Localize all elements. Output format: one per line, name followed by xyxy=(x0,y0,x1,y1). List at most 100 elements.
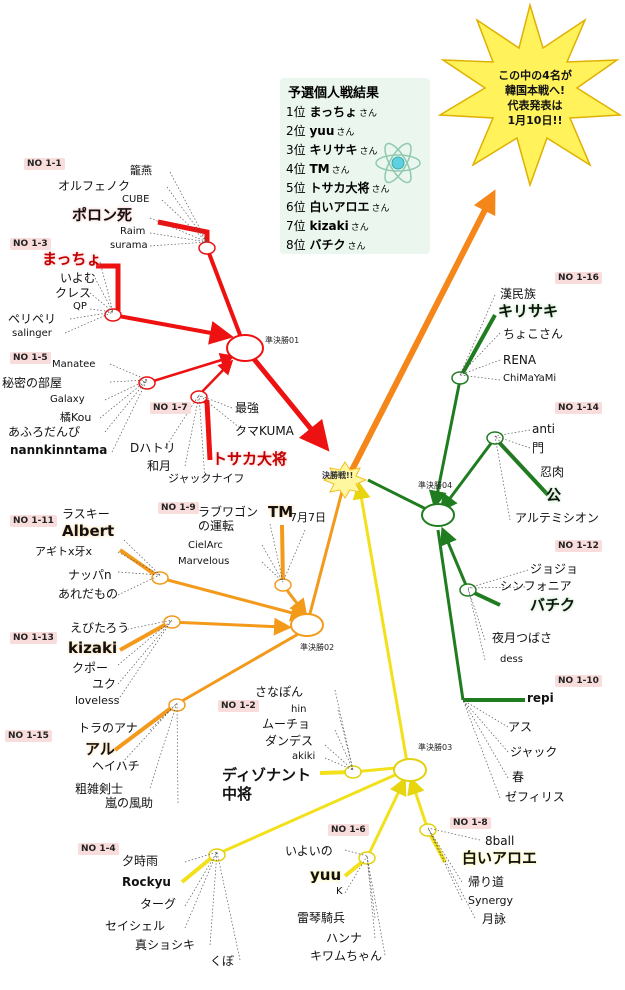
player-name: 橘Kou xyxy=(60,411,92,424)
player-name: 漢民族 xyxy=(500,287,537,301)
player-name: ジョジョ xyxy=(530,562,579,576)
player-name: 和月 xyxy=(147,459,172,473)
player-name: 7月7日 xyxy=(290,511,326,524)
player-name: クマKUMA xyxy=(235,424,294,438)
group-label-1-10: NO 1-10 xyxy=(555,675,602,687)
group-label-1-12: NO 1-12 xyxy=(555,540,602,552)
player-name: Dハトリ xyxy=(130,441,176,455)
group-label-1-15: NO 1-15 xyxy=(5,730,52,742)
player-name: 春 xyxy=(512,770,525,784)
player-name: dess xyxy=(500,654,523,665)
player-name: QP xyxy=(73,301,87,312)
group-label-1-1: NO 1-1 xyxy=(24,158,65,170)
starburst-icon xyxy=(437,2,623,188)
group-label-1-13: NO 1-13 xyxy=(10,632,57,644)
player-name: nannkinntama xyxy=(10,443,108,457)
player-name: ゼフィリス xyxy=(505,790,565,804)
player-name: ラスキー xyxy=(62,507,110,521)
player-name: 夜月つばさ xyxy=(492,631,553,645)
player-name: Galaxy xyxy=(50,394,85,405)
player-name: salinger xyxy=(12,328,52,339)
final-burst xyxy=(322,461,368,499)
player-name: 中将 xyxy=(222,785,253,803)
player-name: Synergy xyxy=(468,894,514,907)
player-name: アギトx牙x xyxy=(35,545,93,558)
player-name: ジャックナイフ xyxy=(168,472,245,485)
player-name: 雷琴騎兵 xyxy=(297,911,346,925)
group-label-1-8: NO 1-8 xyxy=(450,817,491,829)
player-name: ハンナ xyxy=(326,931,363,945)
player-name: yuu xyxy=(310,866,342,884)
player-name: CUBE xyxy=(122,194,150,205)
player-name: ポロン死 xyxy=(72,206,133,224)
player-name: anti xyxy=(532,422,555,436)
player-name: ラブワゴンの運転 xyxy=(198,505,259,533)
player-name: キリサキ xyxy=(498,302,559,320)
player-name: 籠燕 xyxy=(130,164,152,177)
player-name: 忍肉 xyxy=(540,465,565,479)
player-name: クレス xyxy=(55,286,92,300)
player-name: ターグ xyxy=(140,897,177,911)
group-label-1-9: NO 1-9 xyxy=(158,502,199,514)
player-name: あれだもの xyxy=(58,587,119,601)
player-name: ChiMaYaMi xyxy=(503,373,557,384)
announcement-text: この中の4名が 韓国本戦へ! 代表発表は 1月10日!! xyxy=(498,69,572,127)
player-name: ダンデス xyxy=(265,734,314,748)
player-name: surama xyxy=(110,240,148,251)
player-name: 粗雑剣士 xyxy=(75,782,124,796)
group-label-1-11: NO 1-11 xyxy=(10,515,57,527)
group-label-1-4: NO 1-4 xyxy=(78,843,119,855)
player-name: クポー xyxy=(72,661,109,675)
player-name: ムーチョ xyxy=(262,717,311,731)
player-name: TM xyxy=(268,503,294,521)
player-name: K xyxy=(336,886,343,897)
group-label-1-6: NO 1-6 xyxy=(328,824,369,836)
semifinal-01-label: 準決勝01 xyxy=(265,336,300,345)
group-label-1-2: NO 1-2 xyxy=(218,700,259,712)
player-name: えびたろう xyxy=(70,621,130,635)
player-name: 夕時雨 xyxy=(122,854,159,868)
player-name: kizaki xyxy=(68,639,118,657)
player-name: Albert xyxy=(62,522,115,540)
player-name: トサカ大将 xyxy=(212,450,288,468)
player-name: アス xyxy=(508,720,533,734)
player-name: ヘイハチ xyxy=(92,759,140,773)
player-name: Rockyu xyxy=(122,875,171,889)
player-name: 8ball xyxy=(485,834,515,848)
results-title: 予選個人戦結果 xyxy=(288,86,380,101)
player-name: ちょこさん xyxy=(503,327,564,341)
player-name: 嵐の風助 xyxy=(105,796,154,810)
atom-icon xyxy=(375,142,421,184)
player-name: あふろだんぴ xyxy=(8,425,81,439)
player-name: ジャック xyxy=(510,745,558,759)
player-name: アル xyxy=(85,740,115,758)
player-name: ペリペリ xyxy=(8,312,57,326)
group-label-1-7: NO 1-7 xyxy=(150,402,191,414)
player-name: まっちょ xyxy=(42,250,102,268)
player-name: トラのアナ xyxy=(78,721,138,735)
player-name: 秘密の部屋 xyxy=(2,376,63,390)
player-name: ナッパn xyxy=(68,568,112,582)
player-name: 門 xyxy=(532,441,545,455)
player-name: さなぽん xyxy=(255,685,304,699)
player-name: 最強 xyxy=(235,401,260,415)
result-row: 3位 キリサキさん xyxy=(286,143,378,157)
group-label-1-3: NO 1-3 xyxy=(10,238,51,250)
player-name: 白いアロエ xyxy=(462,849,538,867)
player-name: 月詠 xyxy=(482,912,507,926)
semifinal-04-label: 準決勝04 xyxy=(418,481,453,490)
result-row: 5位 トサカ大将さん xyxy=(286,181,390,195)
player-name: セイシェル xyxy=(105,919,166,933)
player-name: オルフェノク xyxy=(58,179,131,193)
player-name: Manatee xyxy=(52,359,96,370)
result-row: 6位 白いアロエさん xyxy=(286,200,390,214)
final-to-star-line xyxy=(349,189,496,472)
player-name: ユク xyxy=(92,677,117,691)
semifinal-02-label: 準決勝02 xyxy=(300,643,335,652)
player-name: hin xyxy=(291,704,307,715)
orange-bracket xyxy=(113,479,347,752)
